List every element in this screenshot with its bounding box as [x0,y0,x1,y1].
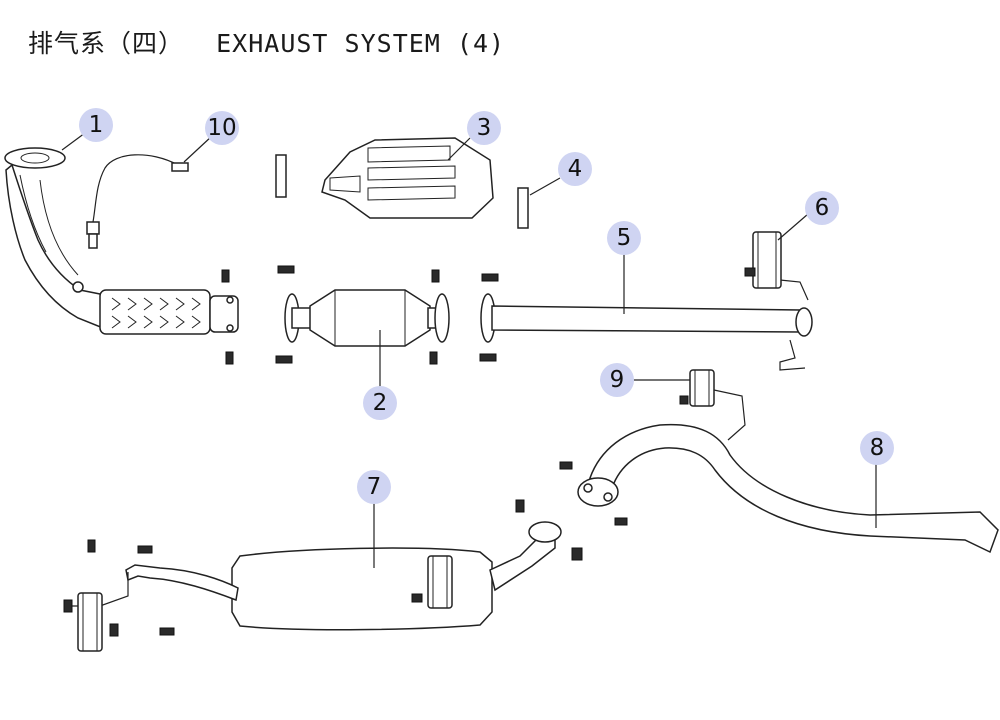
intermediate-pipe [480,279,813,371]
callout-9-label: 9 [610,367,625,393]
callout-2[interactable]: 2 [363,386,397,420]
callout-6-label: 6 [815,195,830,221]
callout-10[interactable]: 10 [205,111,239,145]
title-chinese: 排气系（四） [28,29,185,58]
callout-6[interactable]: 6 [805,191,839,225]
callout-8[interactable]: 8 [860,431,894,465]
title-english: EXHAUST SYSTEM (4) [216,29,506,58]
catalytic-converter [284,289,450,347]
rubber-hanger-9 [679,369,746,441]
callout-7[interactable]: 7 [357,470,391,504]
callout-8-label: 8 [870,435,885,461]
callout-2-label: 2 [373,390,388,416]
page-title: 排气系（四） EXHAUST SYSTEM (4) [28,24,505,60]
bolts-group-1 [221,265,499,365]
bolts-group-2 [515,461,628,561]
callout-3-label: 3 [477,115,492,141]
callout-5-label: 5 [617,225,632,251]
callout-1-label: 1 [89,112,104,138]
callout-10-label: 10 [207,115,236,141]
front-pipe [4,147,239,335]
stud-left [275,154,287,198]
callout-3[interactable]: 3 [467,111,501,145]
rear-muffler [72,521,562,652]
callout-4[interactable]: 4 [558,152,592,186]
oxygen-sensor [86,154,189,249]
tail-pipe [577,423,999,554]
heat-shield [321,137,494,219]
bolts-group-3 [63,539,423,637]
callout-4-label: 4 [568,156,583,182]
callout-1[interactable]: 1 [79,108,113,142]
callout-5[interactable]: 5 [607,221,641,255]
leader-lines [61,132,877,568]
callout-9[interactable]: 9 [600,363,634,397]
callout-7-label: 7 [367,474,382,500]
rubber-hanger-6 [744,231,782,289]
stud-right [517,187,529,229]
